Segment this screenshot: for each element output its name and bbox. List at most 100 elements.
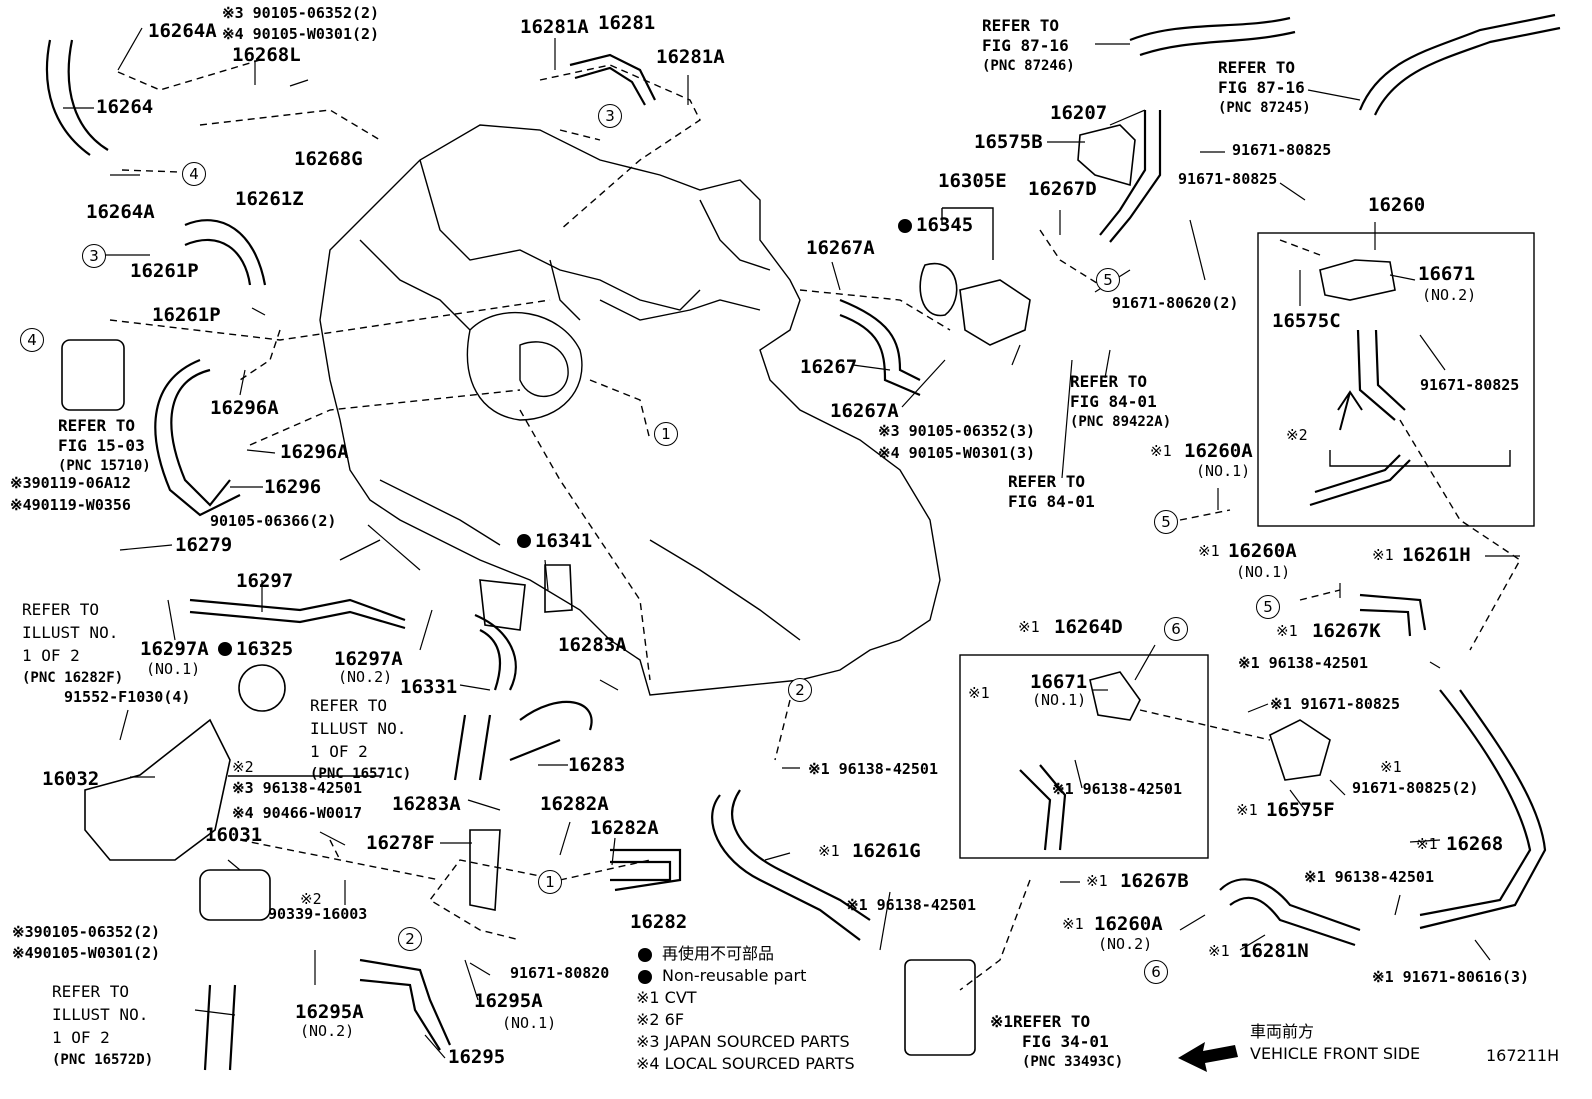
part-label: 16297: [236, 570, 294, 592]
front-label-ja: 車両前方: [1250, 1022, 1315, 1041]
refer-line: ILLUST NO.: [52, 1005, 149, 1024]
hose-16282: [610, 848, 682, 892]
hose-16268: [1419, 689, 1547, 930]
bracket-16278F: [469, 829, 501, 911]
refer-fig-84-01-b[interactable]: REFER TO FIG 84-01: [1008, 472, 1095, 512]
part-label: 16267K: [1312, 620, 1381, 642]
refer-illust-16572d[interactable]: REFER TO ILLUST NO. 1 OF 2 (PNC 16572D): [52, 980, 153, 1072]
part-label: 16331: [400, 676, 458, 698]
outlet-16331: [479, 579, 526, 631]
qualifier: (NO.2): [1098, 935, 1153, 953]
part-number: 91671-80820: [510, 964, 610, 982]
marker: ※1: [1380, 758, 1402, 776]
refer-fig-87-16-b[interactable]: REFER TO FIG 87-16 (PNC 87245): [1218, 58, 1311, 118]
refer-line: (PNC 16572D): [52, 1052, 154, 1068]
part-number: ※490119-W0356: [10, 496, 131, 514]
hose-box-16264D: [1019, 764, 1067, 851]
part-number: ※1 96138-42501: [846, 896, 976, 914]
part-label: 16282A: [540, 793, 609, 815]
part-label: 16261Z: [235, 188, 304, 210]
refer-line: (PNC 89422A): [1070, 414, 1172, 430]
gasket-16345: [919, 262, 958, 317]
part-number: 91671-80825: [1178, 170, 1278, 188]
part-label: 16671: [1030, 671, 1088, 693]
part-label: 16264: [96, 96, 154, 118]
part-number: ※1 96138-42501: [1052, 780, 1182, 798]
part-label: 16281A: [656, 46, 725, 68]
refer-illust-16571c[interactable]: REFER TO ILLUST NO. 1 OF 2 (PNC 16571C): [310, 694, 411, 786]
part-label: 16207: [1050, 102, 1108, 124]
refer-fig-87-16-a[interactable]: REFER TO FIG 87-16 (PNC 87246): [982, 16, 1075, 76]
non-reusable-dot: [638, 970, 652, 984]
part-number: ※1 96138-42501: [808, 760, 938, 778]
part-number: 91671-80825: [1232, 141, 1332, 159]
part-label: 16268G: [294, 148, 363, 170]
circled-ref: 2: [788, 678, 812, 702]
refer-line: FIG 87-16: [982, 36, 1069, 55]
qualifier: (NO.1): [502, 1014, 557, 1032]
marker: ※1: [1208, 942, 1230, 960]
hose-upper-mid: [1129, 16, 1296, 57]
legend-text: 再使用不可部品: [662, 944, 775, 963]
hose-16267: [839, 298, 921, 397]
part-number: 91671-80825(2): [1352, 779, 1479, 797]
gasket-16341: [544, 564, 573, 613]
hose-16331: [474, 613, 517, 691]
arrow-up: [1337, 390, 1363, 431]
part-number: 90339-16003: [268, 905, 368, 923]
part-label: 16345: [916, 214, 974, 236]
oil-cooler-left: [61, 339, 125, 411]
part-label: 16295A: [295, 1001, 364, 1023]
part-number: ※3 90105-06352(3): [878, 422, 1036, 440]
refer-line: 1 OF 2: [310, 742, 368, 761]
refer-line: (PNC 15710): [58, 458, 151, 474]
gasket-16325: [238, 664, 286, 712]
refer-fig-84-01-a[interactable]: REFER TO FIG 84-01 (PNC 89422A): [1070, 372, 1171, 432]
box-16264D: [959, 654, 1209, 859]
refer-line: (PNC 16571C): [310, 766, 412, 782]
part-label: 16297A: [140, 638, 209, 660]
part-label: 16268L: [232, 44, 301, 66]
part-number: ※4 90105-W0301(2): [222, 25, 380, 43]
refer-fig-15-03[interactable]: REFER TO FIG 15-03 (PNC 15710): [58, 416, 151, 476]
part-number: ※1 96138-42501: [1238, 654, 1368, 672]
refer-line: REFER TO: [310, 696, 388, 715]
part-label: 16282A: [590, 817, 659, 839]
part-label: 16575F: [1266, 799, 1335, 821]
valve-16671-a: [1319, 259, 1396, 301]
hose-16281: [569, 53, 656, 106]
part-label: 16031: [205, 824, 263, 846]
part-label: 16575B: [974, 131, 1043, 153]
part-number: 91671-80825: [1420, 376, 1520, 394]
part-label: 16283: [568, 754, 626, 776]
engine-outline: [319, 124, 941, 696]
part-label: 16268: [1446, 833, 1504, 855]
part-label: 16282: [630, 911, 688, 933]
refer-line: (PNC 16282F): [22, 670, 124, 686]
refer-line: FIG 34-01: [1022, 1032, 1109, 1051]
refer-line: FIG 84-01: [1070, 392, 1157, 411]
refer-line: FIG 15-03: [58, 436, 145, 455]
part-number: 91552-F1030(4): [64, 688, 191, 706]
marker: ※1: [1198, 542, 1220, 560]
refer-fig-34-01[interactable]: ※1REFER TO FIG 34-01 (PNC 33493C): [990, 1012, 1123, 1072]
part-label: 16264A: [86, 201, 155, 223]
part-number: ※390119-06A12: [10, 474, 131, 492]
part-label: 16261G: [852, 840, 921, 862]
refer-illust-16282f[interactable]: REFER TO ILLUST NO. 1 OF 2 (PNC 16282F): [22, 598, 123, 690]
hose-lower-left: [203, 984, 237, 1071]
part-label: 16032: [42, 768, 100, 790]
part-number: ※1 96138-42501: [1304, 868, 1434, 886]
part-label: 16295: [448, 1046, 506, 1068]
part-label: 16264D: [1054, 616, 1123, 638]
part-label: 16260: [1368, 194, 1426, 216]
circled-ref: 3: [598, 104, 622, 128]
hose-16295: [359, 958, 452, 1051]
legend-text: Non-reusable part: [662, 966, 807, 985]
part-label: 16267: [800, 356, 858, 378]
legend-text: ※1 CVT: [636, 988, 697, 1007]
front-arrow-icon: [1178, 1042, 1238, 1072]
part-label: 16260A: [1094, 913, 1163, 935]
